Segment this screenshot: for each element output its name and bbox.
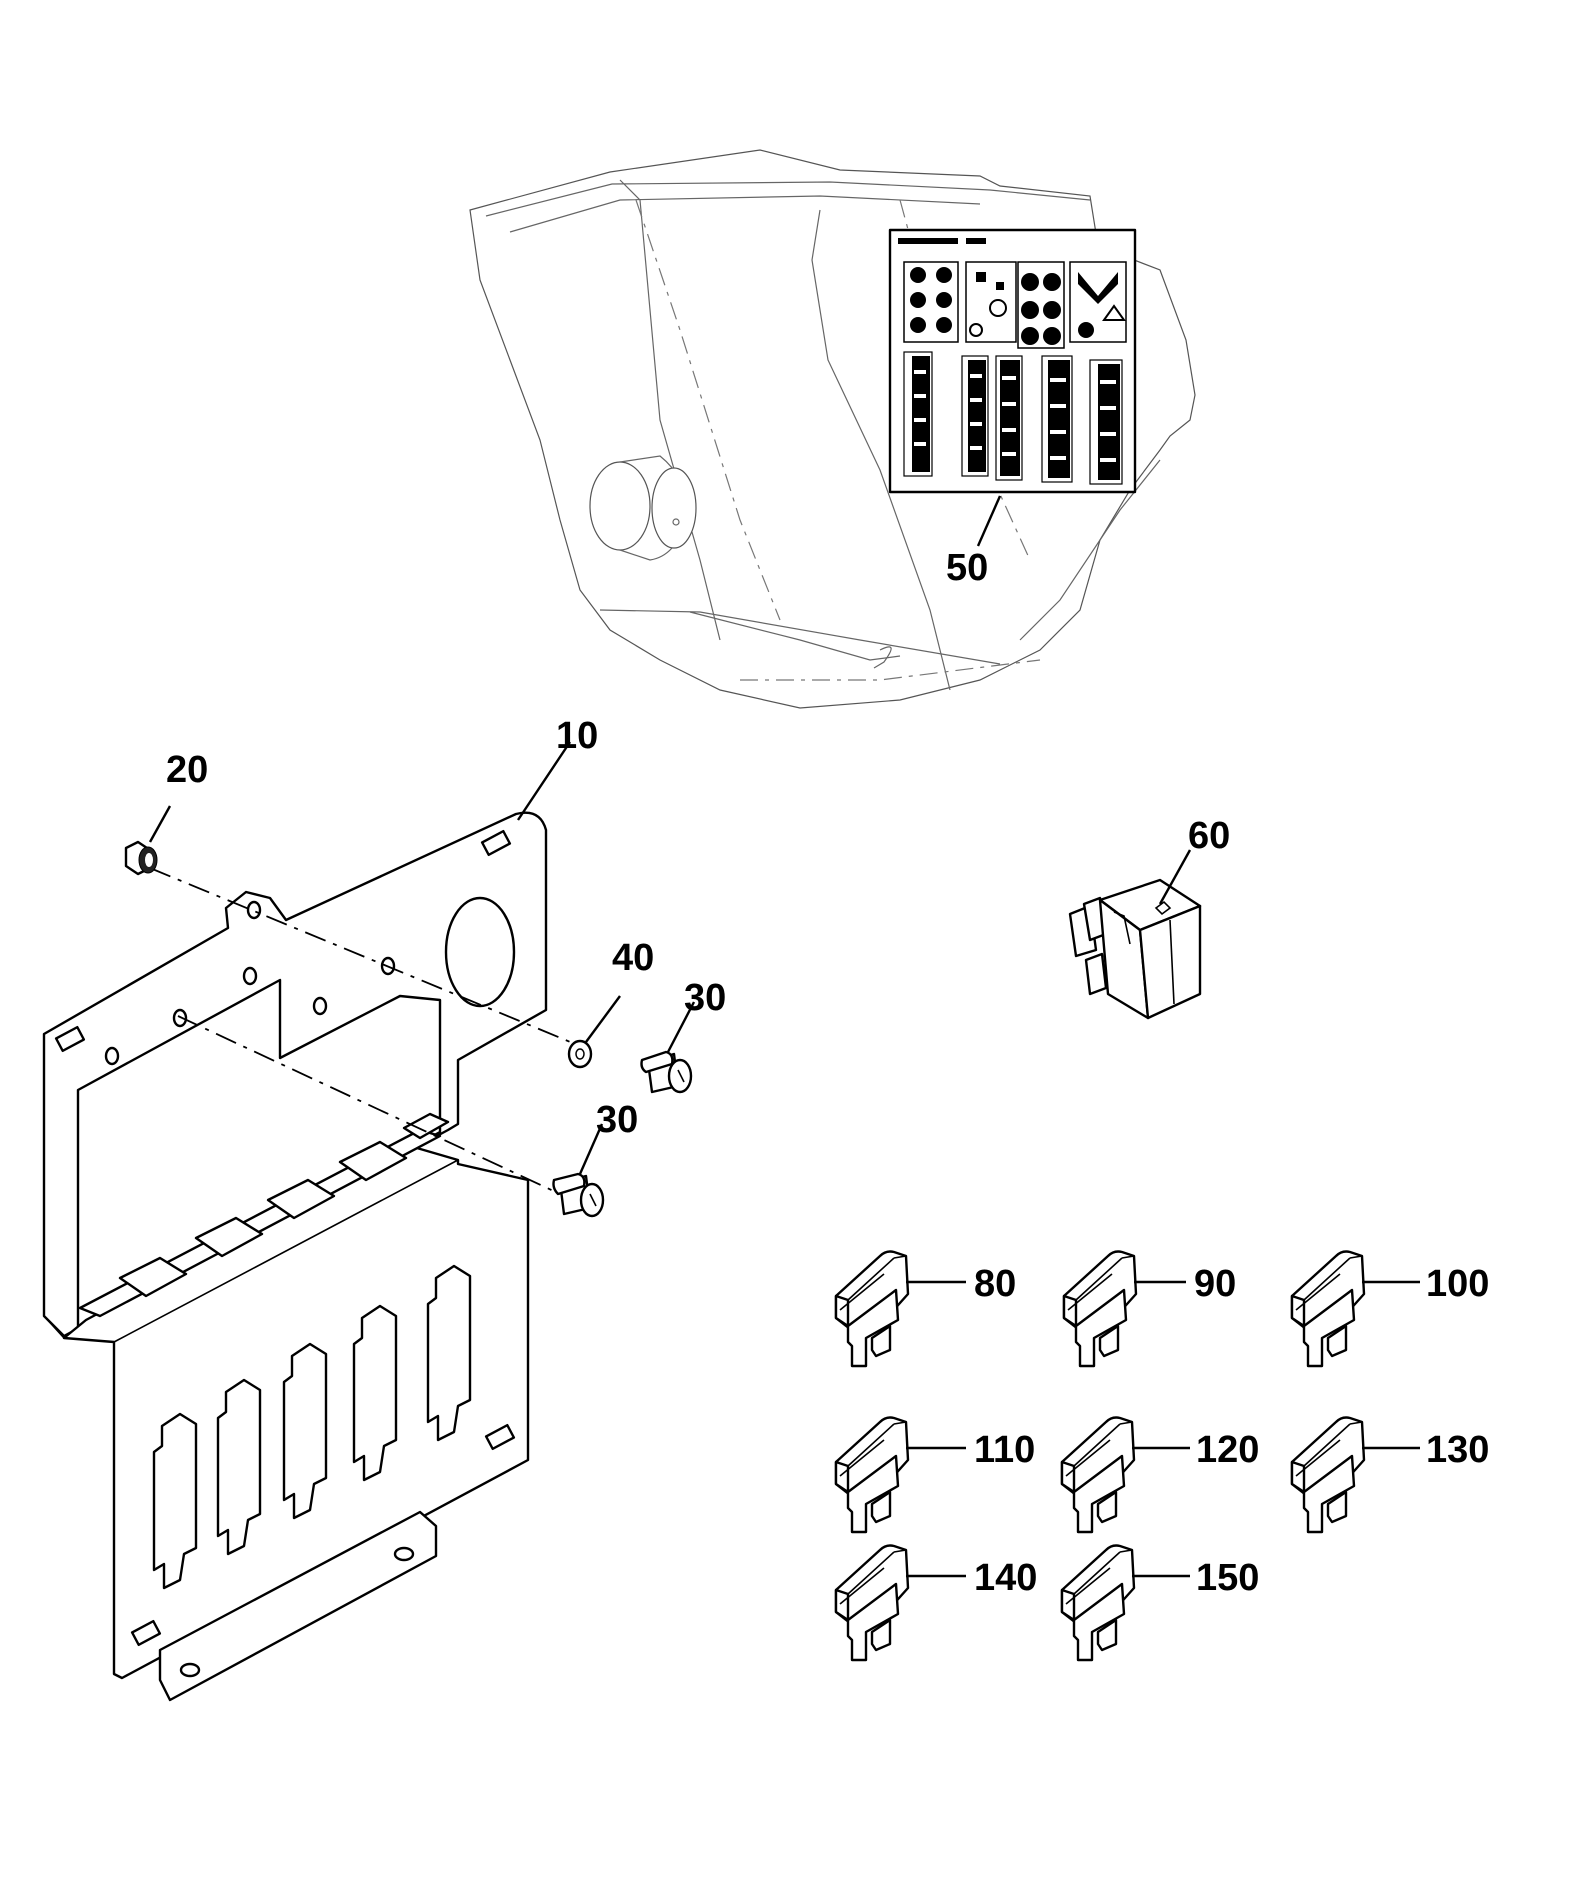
fuse-90 [1062,1250,1138,1368]
fuse-110 [834,1416,910,1534]
fuse-bracket [42,811,548,1702]
bolt-lower [552,1172,605,1218]
callout-90: 90 [1194,1263,1236,1305]
washer [567,1039,593,1069]
callout-110: 110 [974,1429,1035,1471]
nut [124,840,158,876]
callout-130: 130 [1426,1429,1489,1471]
fuse-140 [834,1544,910,1662]
fuse-80 [834,1250,910,1368]
callout-120: 120 [1196,1429,1259,1471]
callout-30-lower: 30 [596,1099,638,1141]
callout-10: 10 [556,715,598,757]
callout-80: 80 [974,1263,1016,1305]
fuse-slots [78,1112,472,1590]
callout-150: 150 [1196,1557,1259,1599]
callout-100: 100 [1426,1263,1489,1305]
callout-140: 140 [974,1557,1037,1599]
bolt-upper [640,1050,693,1094]
callout-20: 20 [166,749,208,791]
callout-60: 60 [1188,815,1230,857]
callout-30-upper: 30 [684,977,726,1019]
fuse-130 [1290,1416,1366,1534]
fuse-100 [1290,1250,1366,1368]
fuse-label-sticker [888,228,1137,494]
fuse-120 [1060,1416,1136,1534]
fuse-150 [1060,1544,1136,1662]
callout-40: 40 [612,937,654,979]
callout-50: 50 [946,547,988,589]
relay [1068,878,1202,1020]
